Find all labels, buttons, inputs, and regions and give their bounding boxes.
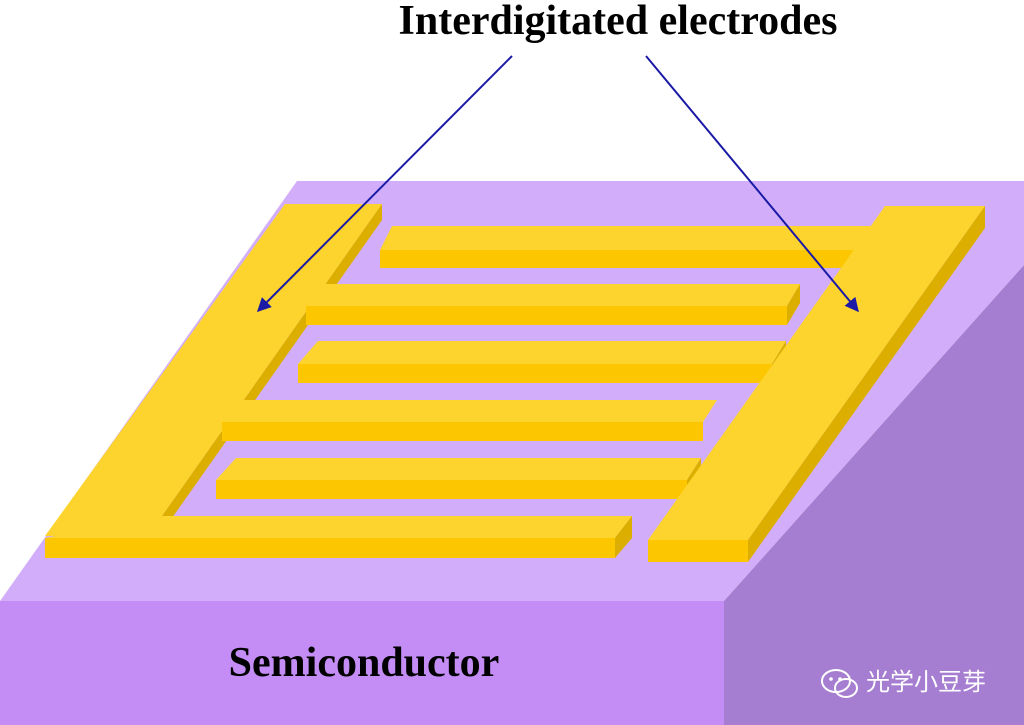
left-finger-2 xyxy=(298,341,786,364)
watermark-text: 光学小豆芽 xyxy=(866,668,986,696)
left-electrode-bottom-bar xyxy=(45,516,632,538)
arrow-to-right-electrode xyxy=(645,55,859,313)
left-electrode-spine xyxy=(45,204,382,536)
arrow-to-left-electrode xyxy=(257,55,513,312)
substrate-side-face xyxy=(724,265,1024,725)
right-electrode xyxy=(222,206,985,562)
substrate-front-face xyxy=(0,601,724,725)
left-finger-3 xyxy=(216,458,701,480)
right-finger-1 xyxy=(306,284,800,306)
right-finger-2 xyxy=(222,400,717,422)
right-electrode-spine xyxy=(648,206,985,540)
wechat-icon xyxy=(821,669,858,698)
watermark: 光学小豆芽 xyxy=(821,668,986,698)
diagram-title: Interdigitated electrodes xyxy=(399,0,838,44)
substrate-label: Semiconductor xyxy=(229,640,500,686)
left-finger-1 xyxy=(380,226,876,250)
